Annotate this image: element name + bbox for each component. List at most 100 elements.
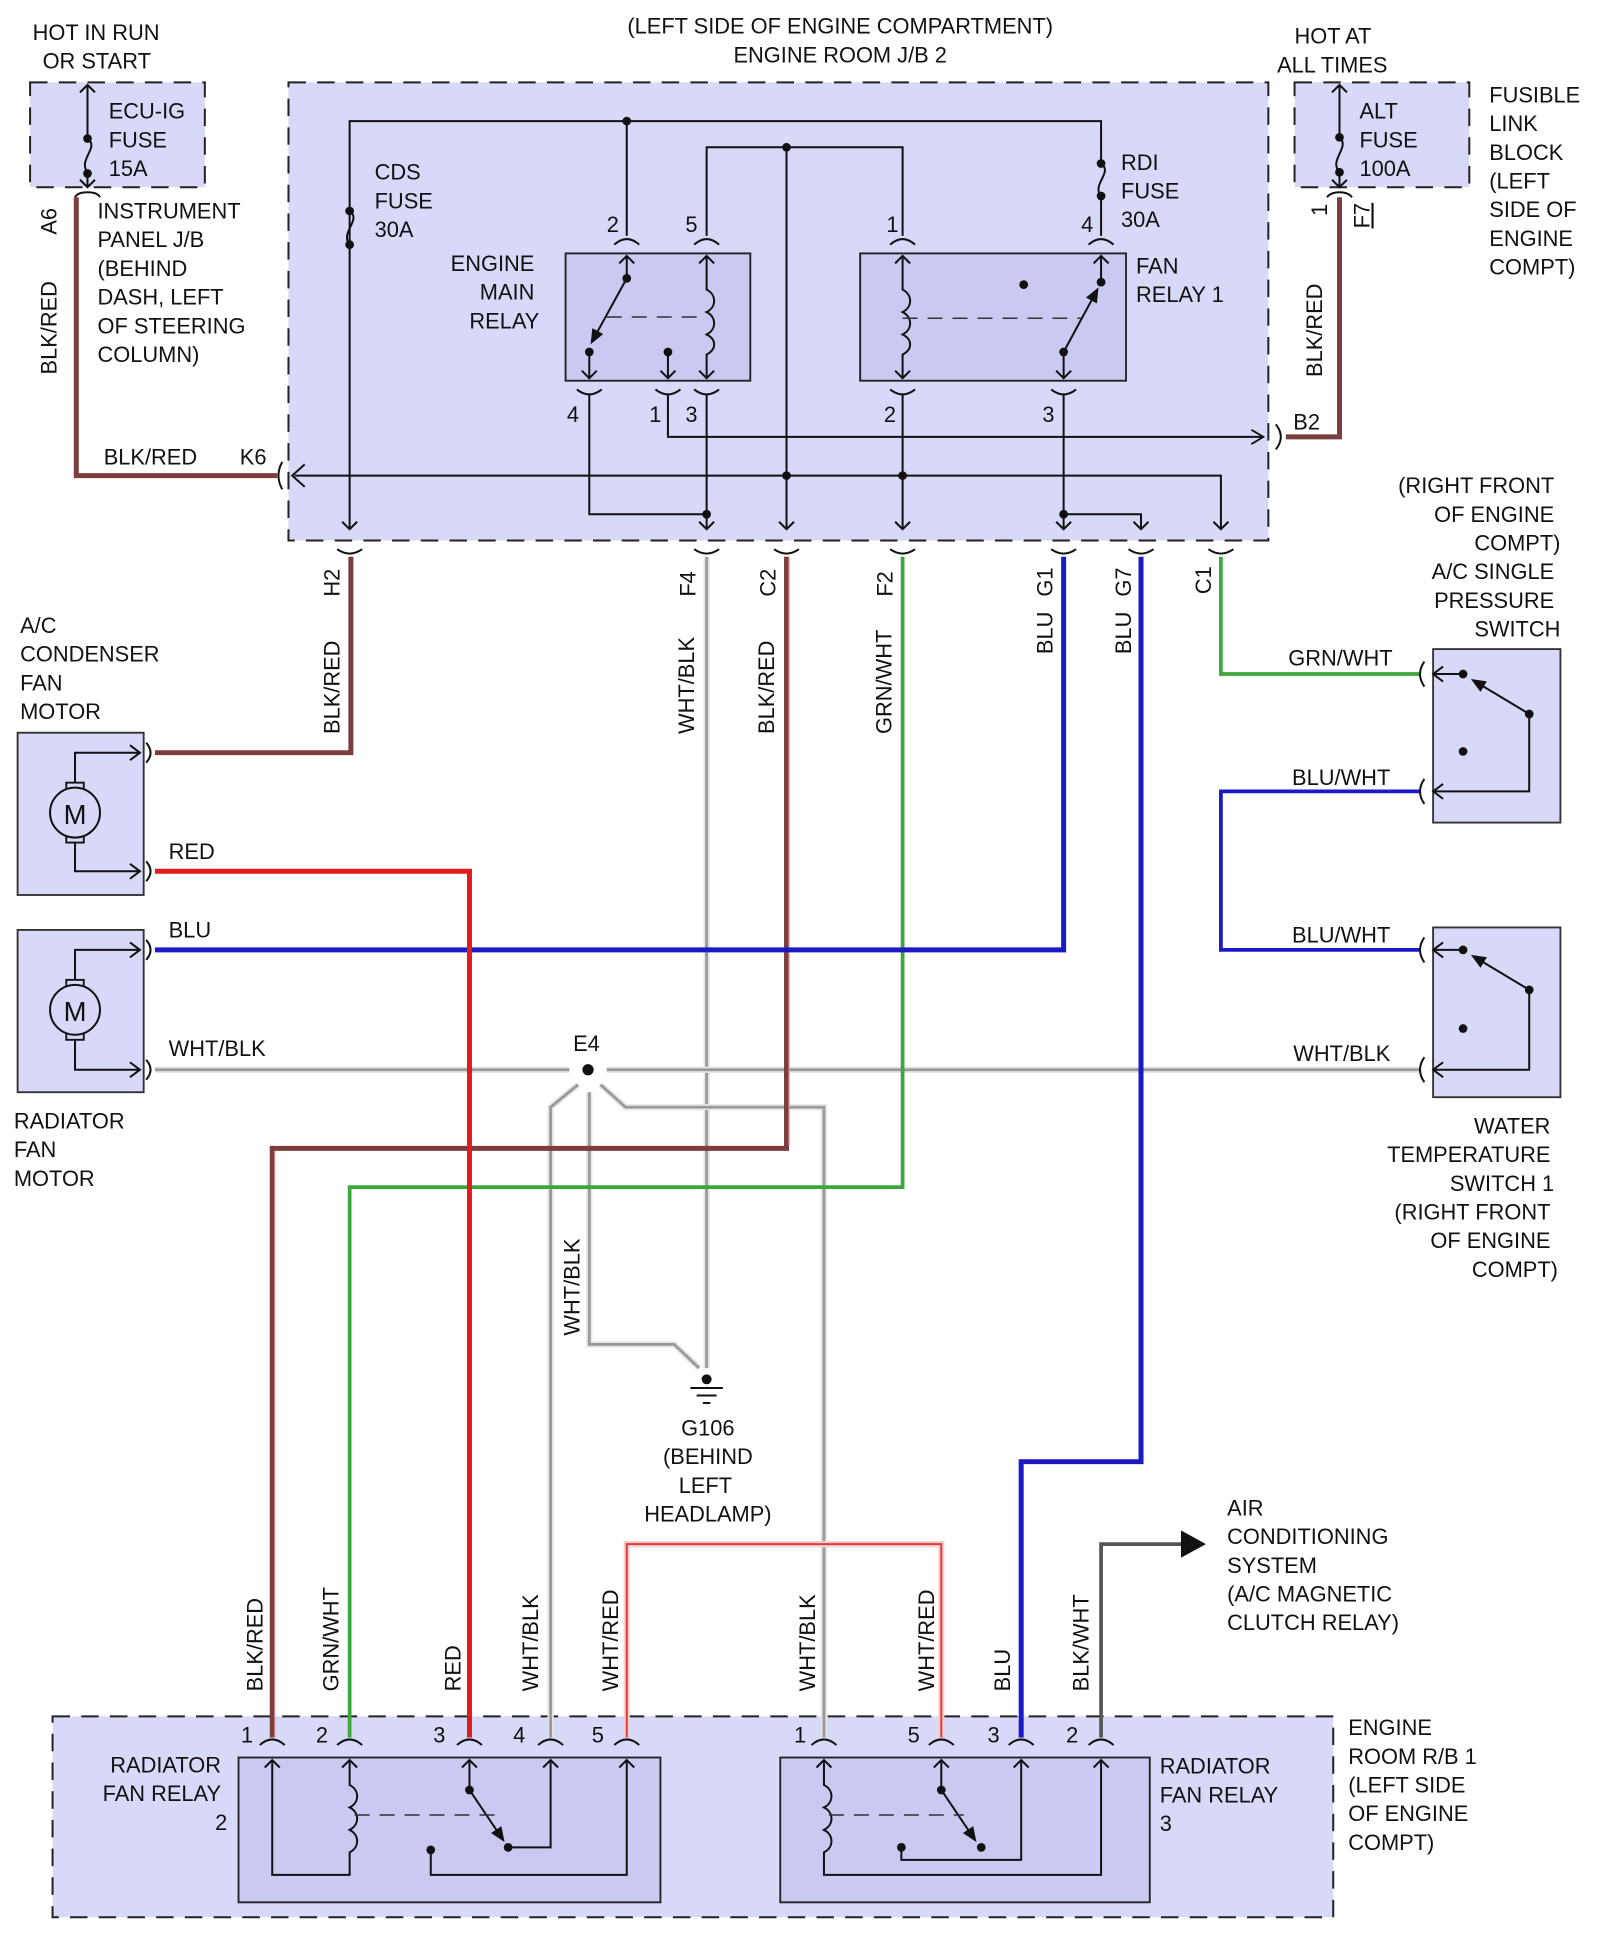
rad-motor-label-1: RADIATOR: [14, 1108, 125, 1133]
flb-label-2: LINK: [1489, 111, 1538, 136]
flb-label-6: ENGINE: [1489, 226, 1573, 251]
ac-motor-label-1: A/C: [20, 613, 56, 638]
flb-label-7: COMPT): [1489, 255, 1575, 280]
connector-a6-label: A6: [36, 208, 61, 235]
r2-pin-5: 5: [592, 1723, 604, 1748]
rdi-fuse-label-1: RDI: [1121, 150, 1159, 175]
emr-pin-4: 4: [567, 402, 579, 427]
ecu-ig-fuse-label-1: ECU-IG: [109, 99, 185, 124]
fr1-pin-3: 3: [1042, 402, 1054, 427]
hot-in-run-label-2: OR START: [43, 49, 151, 74]
hot-at-all-times-1: HOT AT: [1295, 24, 1372, 49]
connector-b2-label: B2: [1293, 409, 1320, 434]
ac-switch-label-5: PRESSURE: [1434, 588, 1554, 613]
wire-red: [154, 868, 472, 1738]
connector-g1-label: G1: [1032, 568, 1057, 597]
fr1-pin-4: 4: [1081, 212, 1093, 237]
wire-label-wht-blk-r2: WHT/BLK: [518, 1594, 543, 1691]
wire-label-wht-red-r2: WHT/RED: [598, 1590, 623, 1692]
engine-main-relay-label-3: RELAY: [469, 308, 539, 333]
emr-pin-3: 3: [685, 402, 697, 427]
rad-motor-label-3: MOTOR: [14, 1166, 95, 1191]
hot-at-all-times-2: ALL TIMES: [1277, 52, 1387, 77]
diagram-title-2: ENGINE ROOM J/B 2: [733, 42, 946, 67]
wire-blk-red-b2-f7: [1285, 197, 1342, 440]
ipjb-label-3: (BEHIND: [97, 256, 187, 281]
ac-switch-label-3: COMPT): [1474, 530, 1560, 555]
ac-system-label-1: AIR: [1227, 1495, 1263, 1520]
radiator-fan-relay-2: [237, 1738, 662, 1904]
wire-label-wht-blk-wts: WHT/BLK: [1293, 1041, 1390, 1066]
ac-system-label-2: CONDITIONING: [1227, 1524, 1388, 1549]
rad-motor-label-2: FAN: [14, 1137, 56, 1162]
emr-pin-2: 2: [607, 212, 619, 237]
rb1-label-4: OF ENGINE: [1348, 1801, 1468, 1826]
wire-label-blu-wht-2: BLU/WHT: [1292, 922, 1390, 947]
alt-fuse-label-2: FUSE: [1359, 127, 1417, 152]
motor-symbol-rad: M: [64, 996, 87, 1027]
engine-main-relay-label-2: MAIN: [480, 280, 535, 305]
connector-k6-label: K6: [240, 444, 267, 469]
relay2-label-2: FAN RELAY: [103, 1781, 222, 1806]
cds-fuse-label-2: FUSE: [375, 188, 433, 213]
flb-label-4: (LEFT: [1489, 168, 1550, 193]
rb1-label-5: COMPT): [1348, 1830, 1434, 1855]
fusible-link-block-box: [1293, 81, 1471, 189]
wire-label-blk-red-f7: BLK/RED: [1302, 284, 1327, 377]
ac-condenser-fan-motor: [16, 731, 152, 896]
r2-pin-3: 3: [433, 1723, 445, 1748]
wire-blk-red-a6-k6: [73, 197, 278, 479]
radiator-fan-relay-3: [779, 1738, 1151, 1904]
hot-in-run-label-1: HOT IN RUN: [33, 20, 160, 45]
wire-wht-red: [625, 1543, 943, 1738]
wire-label-grn-wht-c1: GRN/WHT: [1288, 645, 1392, 670]
ipjb-label-4: DASH, LEFT: [97, 285, 223, 310]
relay2-label-1: RADIATOR: [110, 1753, 221, 1778]
connector-c2-label: C2: [755, 569, 780, 597]
wire-label-wht-blk-r3: WHT/BLK: [795, 1594, 820, 1691]
wts-label-5: OF ENGINE: [1430, 1228, 1550, 1253]
r2-pin-2: 2: [316, 1723, 328, 1748]
ac-system-arrow-icon: [1180, 1530, 1206, 1558]
fan-relay-1-label-2: RELAY 1: [1136, 282, 1224, 307]
wire-label-red-motor: RED: [169, 839, 215, 864]
relay3-label-2: FAN RELAY: [1160, 1782, 1279, 1807]
wire-label-grn-wht-r2: GRN/WHT: [318, 1587, 343, 1691]
water-temperature-switch: [1419, 926, 1562, 1099]
wht-blk-ground-network: [154, 556, 1420, 1738]
connector-f4-label: F4: [675, 571, 700, 596]
ecu-ig-fuse: [74, 83, 101, 198]
wire-grn-wht-c1: [1219, 556, 1420, 676]
wire-blk-red-h2: [154, 556, 354, 756]
alt-fuse: [1326, 83, 1353, 198]
ecu-ig-fuse-label-2: FUSE: [109, 127, 167, 152]
wire-label-blk-red-c2: BLK/RED: [754, 641, 779, 734]
connector-h2-label: H2: [320, 569, 345, 597]
ac-single-pressure-switch: [1419, 648, 1562, 824]
wire-blu-g1: [154, 556, 1067, 953]
ac-motor-label-4: MOTOR: [20, 699, 101, 724]
wire-blk-wht: [1099, 1542, 1184, 1738]
relay3-label-1: RADIATOR: [1160, 1754, 1271, 1779]
fr1-pin-1: 1: [886, 212, 898, 237]
wts-label-4: (RIGHT FRONT: [1394, 1200, 1550, 1225]
fan-relay-1-label-1: FAN: [1136, 253, 1178, 278]
r3-pin-2: 2: [1066, 1723, 1078, 1748]
wire-label-blk-wht-r3: BLK/WHT: [1069, 1594, 1094, 1691]
relay3-label-3: 3: [1160, 1811, 1172, 1836]
splice-e4: [582, 1064, 594, 1076]
connector-f2-label: F2: [873, 571, 898, 596]
wire-label-red-r2: RED: [441, 1645, 466, 1691]
ac-system-label-5: CLUTCH RELAY): [1227, 1610, 1399, 1635]
ground-label-2: (BEHIND: [663, 1444, 753, 1469]
wire-label-blk-red-a6: BLK/RED: [36, 281, 61, 374]
fan-relay-1: [859, 252, 1127, 382]
wire-grn-wht-f2: [347, 556, 905, 1738]
ground-label-3: LEFT: [679, 1473, 732, 1498]
emr-pin-1: 1: [649, 402, 661, 427]
flb-label-5: SIDE OF: [1489, 197, 1576, 222]
wts-label-2: TEMPERATURE: [1387, 1142, 1550, 1167]
wire-label-grn-wht-f2: GRN/WHT: [871, 630, 896, 734]
wire-label-wht-blk-e4: WHT/BLK: [559, 1238, 584, 1335]
